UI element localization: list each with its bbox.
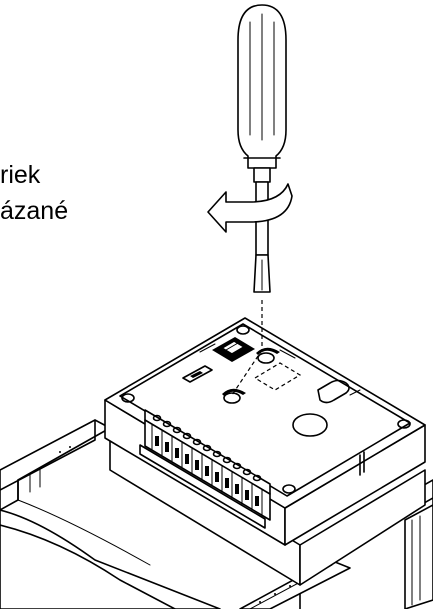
screwdriver <box>237 4 287 293</box>
module-housing <box>104 317 426 586</box>
potentiometer-front <box>222 388 246 404</box>
terminal-block <box>139 409 271 529</box>
caption-line-2: ázané <box>0 197 69 225</box>
caption-line-1: riek <box>0 161 41 189</box>
guide-line <box>231 300 263 396</box>
slide-switch <box>182 365 213 383</box>
cable-hole <box>292 413 328 437</box>
knockout-outline <box>253 362 302 391</box>
corner-screw-holes <box>121 325 411 494</box>
keyhole-slot <box>317 379 350 404</box>
dip-switch <box>212 337 255 362</box>
rotation-arrow <box>207 183 293 233</box>
